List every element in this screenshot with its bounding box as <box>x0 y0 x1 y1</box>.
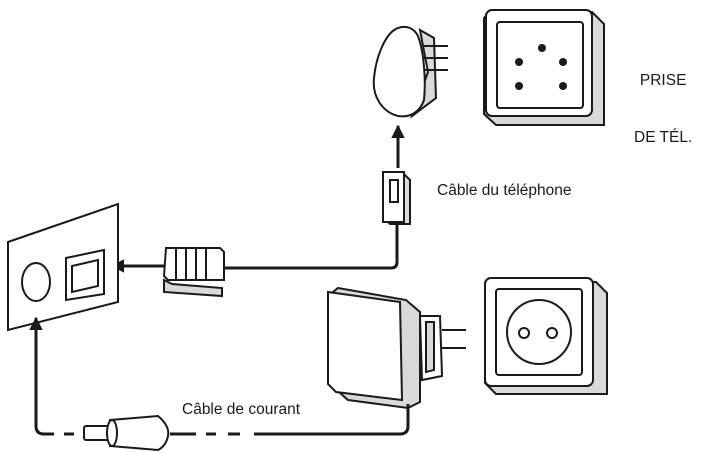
power-adapter-icon <box>326 286 466 410</box>
telephone-socket-label: PRISE DE TÉL. <box>634 33 692 166</box>
power-cable-line <box>254 404 410 436</box>
telephone-plug-icon <box>372 25 448 119</box>
power-cable-line <box>29 316 54 436</box>
telephone-socket-label-line1: PRISE <box>639 72 687 89</box>
telephone-cable-line <box>220 222 399 270</box>
telephone-socket-label-line2: DE TÉL. <box>634 129 693 146</box>
telephone-cable-label: Câble du téléphone <box>437 182 572 199</box>
rj11-connector-icon <box>382 171 411 225</box>
telephone-wall-socket-icon <box>483 9 605 126</box>
base-station-icon <box>7 202 119 332</box>
power-outlet-icon <box>484 277 608 395</box>
rj11-connector-icon <box>162 247 225 298</box>
barrel-connector-icon <box>83 414 170 452</box>
power-cable-label: Câble de courant <box>182 401 301 418</box>
